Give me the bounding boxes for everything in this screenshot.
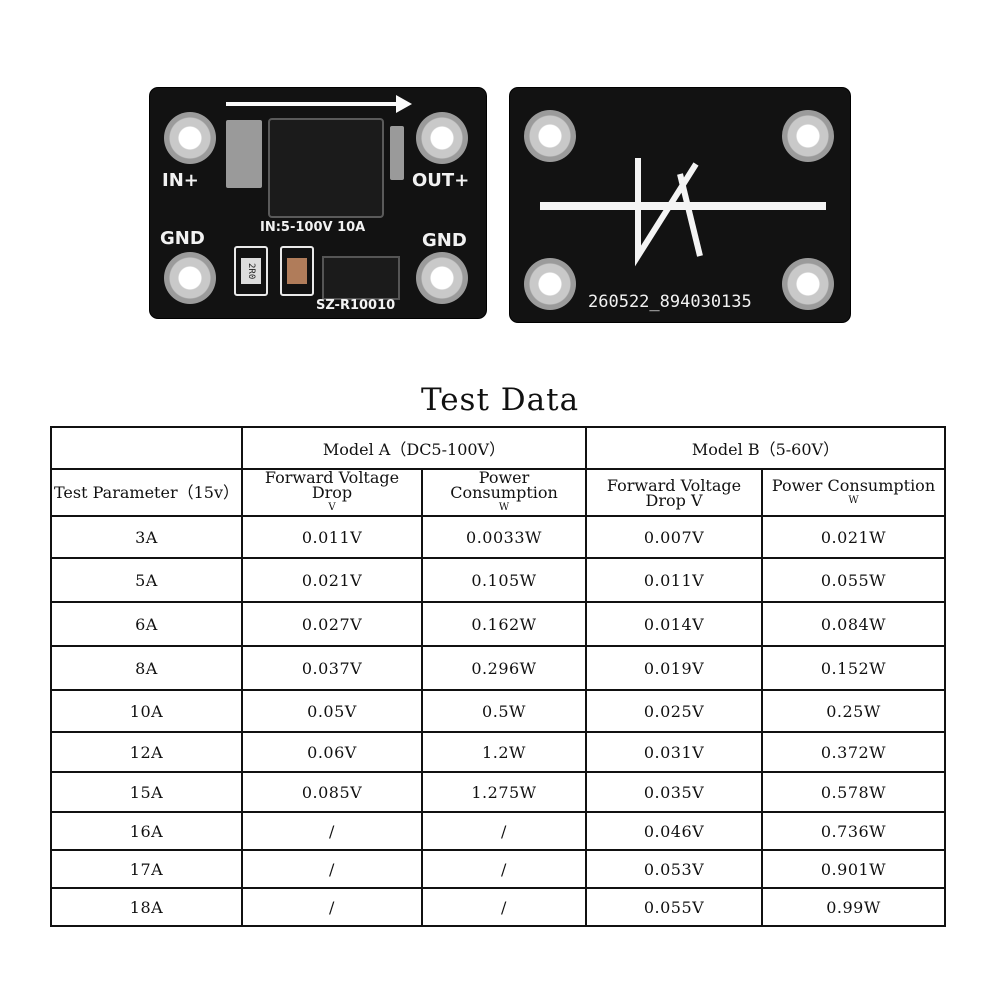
mounting-hole-gnd-left: [164, 252, 216, 304]
cell-b-voltage-drop: 0.031V: [585, 731, 763, 773]
header-model-a: Model A（DC5-100V）: [241, 426, 587, 470]
pcb-board-front: 2R0 IN+ OUT+ GND GND IN:5-100V 10A SZ-R1…: [150, 88, 486, 318]
cell-b-voltage-drop: 0.025V: [585, 689, 763, 733]
cell-a-power: 0.162W: [421, 601, 587, 647]
cell-b-power: 0.021W: [760, 515, 947, 559]
mounting-hole-tl: [524, 110, 576, 162]
mounting-hole-out: [416, 112, 468, 164]
mounting-hole-gnd-right: [416, 252, 468, 304]
cell-b-power: 0.736W: [760, 811, 947, 851]
header-b-voltage-drop: Forward Voltage Drop V: [585, 468, 763, 517]
cell-b-voltage-drop: 0.035V: [585, 771, 763, 813]
cell-parameter: 6A: [50, 601, 243, 647]
label-gnd-left: GND: [160, 228, 205, 249]
label-in-plus: IN+: [162, 170, 199, 191]
cell-parameter: 15A: [50, 771, 243, 813]
cell-parameter: 18A: [50, 887, 243, 927]
header-test-parameter: Test Parameter（15v）: [50, 468, 243, 517]
cell-a-power: 0.0033W: [421, 515, 587, 559]
cell-b-voltage-drop: 0.053V: [585, 849, 763, 889]
cell-a-power: /: [421, 811, 587, 851]
cell-parameter: 10A: [50, 689, 243, 733]
label-gnd-right: GND: [422, 230, 467, 251]
header-a-power: Power Consumption W: [421, 468, 587, 517]
empty-header-cell: [50, 426, 243, 470]
table-header-columns: Test Parameter（15v） Forward Voltage Drop…: [50, 468, 947, 517]
cell-b-power: 0.084W: [760, 601, 947, 647]
header-a-voltage-drop: Forward Voltage Drop V: [241, 468, 423, 517]
direction-arrow: [226, 102, 406, 106]
cell-a-voltage-drop: 0.05V: [241, 689, 423, 733]
cell-b-voltage-drop: 0.046V: [585, 811, 763, 851]
cell-a-voltage-drop: /: [241, 849, 423, 889]
cell-a-power: /: [421, 887, 587, 927]
cell-b-power: 0.25W: [760, 689, 947, 733]
cell-a-power: 0.105W: [421, 557, 587, 603]
cell-b-voltage-drop: 0.019V: [585, 645, 763, 691]
mounting-hole-br: [782, 258, 834, 310]
cell-b-power: 0.152W: [760, 645, 947, 691]
cell-a-voltage-drop: 0.037V: [241, 645, 423, 691]
cell-b-voltage-drop: 0.011V: [585, 557, 763, 603]
cell-a-power: 0.5W: [421, 689, 587, 733]
cell-a-voltage-drop: 0.06V: [241, 731, 423, 773]
cell-a-power: 0.296W: [421, 645, 587, 691]
cell-parameter: 12A: [50, 731, 243, 773]
mounting-hole-in: [164, 112, 216, 164]
mosfet-chip: [268, 118, 384, 218]
cell-parameter: 3A: [50, 515, 243, 559]
cell-parameter: 16A: [50, 811, 243, 851]
cell-b-power: 0.99W: [760, 887, 947, 927]
cell-a-voltage-drop: 0.011V: [241, 515, 423, 559]
test-data-table: Model A（DC5-100V） Model B（5-60V） Test Pa…: [50, 426, 947, 927]
solder-pads-right: [390, 126, 404, 180]
mounting-hole-bl: [524, 258, 576, 310]
serial-number: 260522_894030135: [588, 292, 752, 312]
cell-a-power: /: [421, 849, 587, 889]
mounting-hole-tr: [782, 110, 834, 162]
table-header-models: Model A（DC5-100V） Model B（5-60V）: [50, 426, 947, 470]
cell-parameter: 8A: [50, 645, 243, 691]
cell-parameter: 5A: [50, 557, 243, 603]
header-b-power: Power Consumption W: [760, 468, 947, 517]
label-out-plus: OUT+: [412, 170, 470, 191]
label-model: SZ-R10010: [316, 298, 396, 313]
cell-a-power: 1.2W: [421, 731, 587, 773]
cell-a-voltage-drop: 0.021V: [241, 557, 423, 603]
header-model-b: Model B（5-60V）: [584, 426, 947, 470]
diode-symbol-icon: [540, 158, 826, 267]
cell-b-power: 0.901W: [760, 849, 947, 889]
cell-b-voltage-drop: 0.007V: [585, 515, 763, 559]
cell-b-power: 0.578W: [760, 771, 947, 813]
label-rating: IN:5-100V 10A: [260, 220, 366, 235]
cell-a-voltage-drop: 0.027V: [241, 601, 423, 647]
cell-a-voltage-drop: /: [241, 811, 423, 851]
cell-a-power: 1.275W: [421, 771, 587, 813]
cell-b-power: 0.372W: [760, 731, 947, 773]
pcb-board-back: 260522_894030135: [510, 88, 850, 322]
solder-pads-left: [226, 120, 262, 188]
capacitor: [280, 246, 314, 296]
direction-arrow-head: [396, 95, 412, 113]
resistor: 2R0: [234, 246, 268, 296]
page-title: Test Data: [420, 382, 580, 418]
cell-a-voltage-drop: /: [241, 887, 423, 927]
cell-parameter: 17A: [50, 849, 243, 889]
cell-b-voltage-drop: 0.055V: [585, 887, 763, 927]
cell-a-voltage-drop: 0.085V: [241, 771, 423, 813]
controller-chip: [322, 256, 400, 300]
cell-b-voltage-drop: 0.014V: [585, 601, 763, 647]
product-photos: 2R0 IN+ OUT+ GND GND IN:5-100V 10A SZ-R1…: [0, 0, 1000, 340]
cell-b-power: 0.055W: [760, 557, 947, 603]
